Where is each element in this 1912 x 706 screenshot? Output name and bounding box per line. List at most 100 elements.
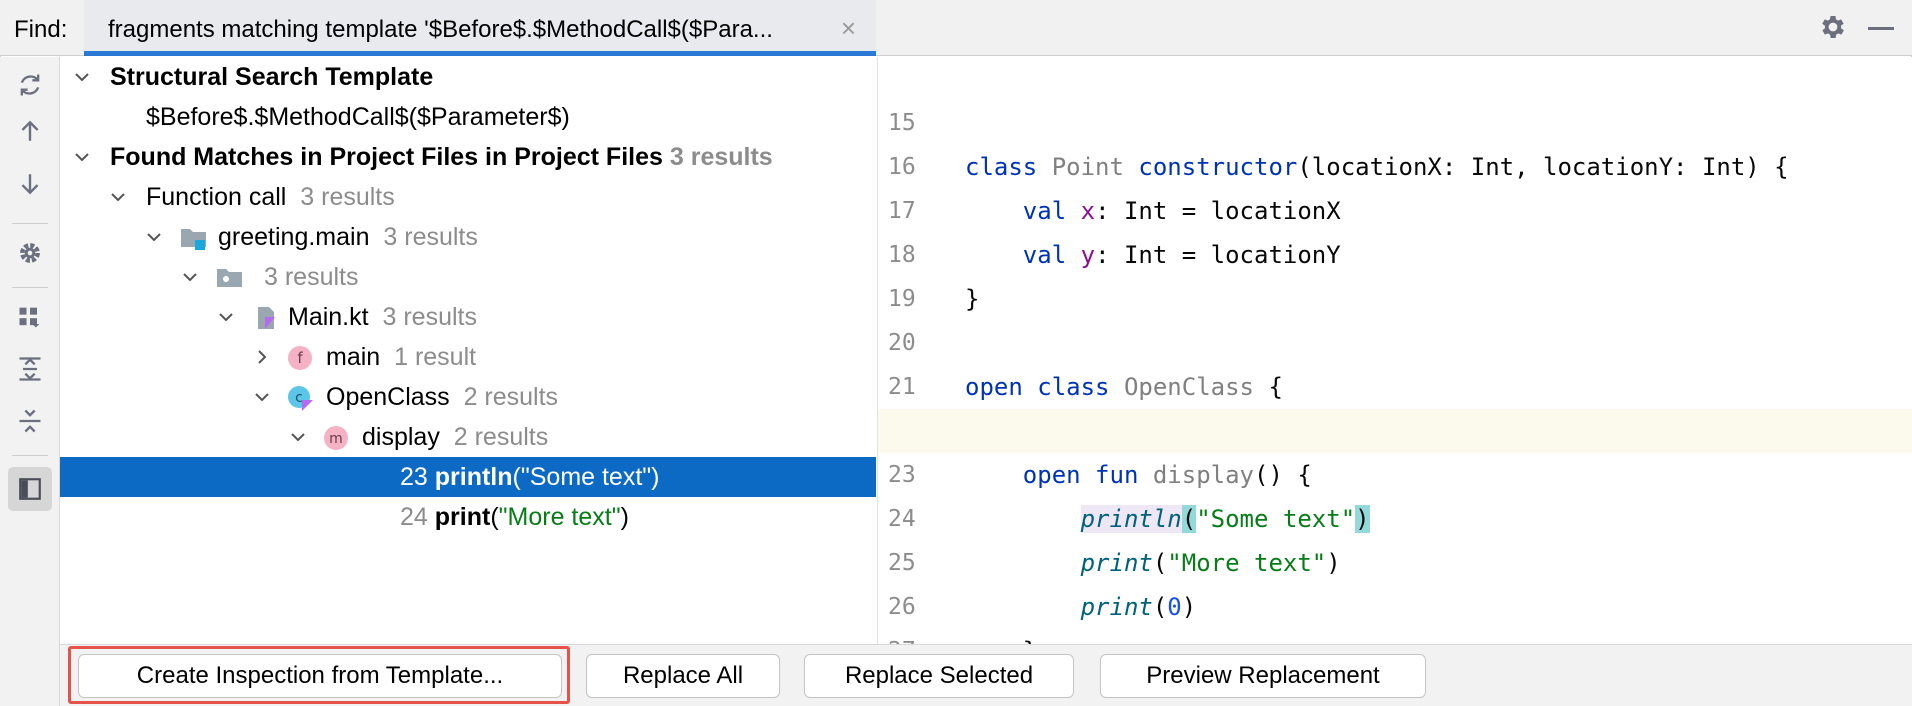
file-count: 3 results [382, 303, 477, 331]
line-number: 27 [888, 629, 938, 644]
tree-row-found[interactable]: Found Matches in Project Files in Projec… [60, 137, 876, 177]
found-count: 3 results [669, 143, 773, 171]
chevron-down-icon[interactable] [178, 257, 202, 297]
main-count: 1 result [394, 343, 477, 371]
code-line: 26 } [878, 541, 1912, 644]
tree-row-folder[interactable]: 3 results [60, 257, 876, 297]
chevron-down-icon[interactable] [286, 417, 310, 457]
preview-icon[interactable] [8, 467, 52, 511]
code-line-current: 23 println("Some text") [878, 409, 1912, 533]
replace-all-button[interactable]: Replace All [586, 654, 780, 698]
line-number: 16 [888, 154, 916, 180]
main-label: main [326, 343, 381, 371]
tree-row-class[interactable]: c OpenClass 2 results [60, 377, 876, 417]
chevron-right-icon[interactable] [250, 337, 274, 377]
tab-underline [84, 51, 876, 56]
code-line: 22 open fun display() { [878, 365, 1912, 489]
tree-row-function-call[interactable]: Function call 3 results [60, 177, 876, 217]
arrow-up-icon[interactable] [12, 113, 48, 149]
code-line: 27 } [878, 585, 1912, 644]
group-icon[interactable] [12, 299, 48, 335]
tree-row-match-23[interactable]: 23 println("Some text") [60, 457, 876, 497]
left-toolbar [0, 57, 60, 706]
line-number: 17 [888, 198, 916, 224]
kotlin-class-icon: c [288, 386, 313, 411]
match-string: "More text" [498, 503, 621, 531]
function-icon: f [288, 346, 312, 370]
chevron-down-icon[interactable] [70, 57, 94, 97]
chevron-down-icon[interactable] [106, 177, 130, 217]
create-inspection-button[interactable]: Create Inspection from Template... [78, 654, 562, 698]
template-header: Structural Search Template [110, 63, 434, 91]
line-number: 20 [888, 330, 916, 356]
function-call-label: Function call [146, 183, 287, 211]
minimize-icon[interactable] [1868, 27, 1894, 30]
gear-icon[interactable] [12, 235, 48, 271]
arrow-down-icon[interactable] [12, 166, 48, 202]
tree-row-method[interactable]: m display 2 results [60, 417, 876, 457]
expand-all-icon[interactable] [12, 351, 48, 387]
match-paren-open: ( [490, 503, 499, 531]
match-paren-open: ( [512, 463, 521, 491]
find-results-tab[interactable]: fragments matching template '$Before$.$M… [84, 0, 876, 56]
chevron-down-icon[interactable] [214, 297, 238, 337]
svg-text:m: m [329, 431, 343, 447]
line-number: 25 [888, 550, 916, 576]
found-header: Found Matches in Project Files in Projec… [110, 143, 663, 171]
line-number: 21 [888, 374, 916, 400]
tree-row-match-24[interactable]: 24 print("More text") [60, 497, 876, 537]
line-number: 19 [888, 286, 916, 312]
toolbar-separator [12, 287, 48, 288]
match-function: println [434, 463, 513, 491]
svg-text:c: c [295, 390, 303, 406]
collapse-all-icon[interactable] [12, 403, 48, 439]
match-string: "Some text" [520, 463, 652, 491]
code-preview[interactable]: 14 15 class Point constructor(locationX:… [877, 57, 1912, 644]
bottom-button-bar: Create Inspection from Template... Repla… [60, 644, 1912, 706]
line-number: 15 [888, 110, 916, 136]
chevron-down-icon[interactable] [142, 217, 166, 257]
preview-replacement-button[interactable]: Preview Replacement [1100, 654, 1426, 698]
folder-count: 3 results [264, 263, 359, 291]
tree-row-template[interactable]: Structural Search Template [60, 57, 876, 97]
svg-text:f: f [297, 349, 303, 367]
module-count: 3 results [383, 223, 478, 251]
gear-icon[interactable] [1818, 12, 1848, 42]
method-count: 2 results [453, 423, 549, 451]
code-line: 15 class Point constructor(locationX: In… [878, 57, 1912, 181]
find-label: Find: [14, 16, 68, 43]
template-text: $Before$.$MethodCall$($Parameter$) [146, 103, 570, 131]
class-count: 2 results [463, 383, 559, 411]
match-function: print [434, 503, 491, 531]
tree-row-module[interactable]: greeting.main 3 results [60, 217, 876, 257]
callout-highlight [68, 646, 570, 704]
rerun-icon[interactable] [12, 67, 48, 103]
line-number: 18 [888, 242, 916, 268]
chevron-down-icon[interactable] [250, 377, 274, 417]
code-line: 19 [878, 233, 1912, 312]
chevron-down-icon[interactable] [70, 137, 94, 177]
code-line: 18 } [878, 189, 1912, 313]
code-line: 16 val x: Int = locationX [878, 101, 1912, 225]
line-number: 24 [888, 506, 916, 532]
tree-row-main[interactable]: f main 1 result [60, 337, 876, 377]
tab-close-icon[interactable]: × [840, 13, 856, 43]
function-call-count: 3 results [300, 183, 395, 211]
match-line-number: 23 [400, 463, 428, 491]
module-label: greeting.main [218, 223, 370, 251]
line-number: 23 [888, 462, 916, 488]
method-icon: m [324, 426, 348, 450]
code-line: 20 open class OpenClass { [878, 277, 1912, 401]
find-header: Find: fragments matching template '$Befo… [0, 0, 1912, 56]
code-line: 21 open val openProperty = 0 [878, 321, 1912, 445]
toolbar-separator [12, 223, 48, 224]
replace-selected-button[interactable]: Replace Selected [804, 654, 1074, 698]
line-gutter [878, 57, 964, 644]
code-line: 24 print("More text") [878, 453, 1912, 577]
tab-title: fragments matching template '$Before$.$M… [108, 16, 773, 43]
tree-row-template-text[interactable]: $Before$.$MethodCall$($Parameter$) [60, 97, 876, 137]
code-line: 25 print(0) [878, 497, 1912, 621]
package-folder-icon [217, 269, 242, 287]
match-paren-close: ) [651, 463, 660, 491]
tree-row-file[interactable]: Main.kt 3 results [60, 297, 876, 337]
